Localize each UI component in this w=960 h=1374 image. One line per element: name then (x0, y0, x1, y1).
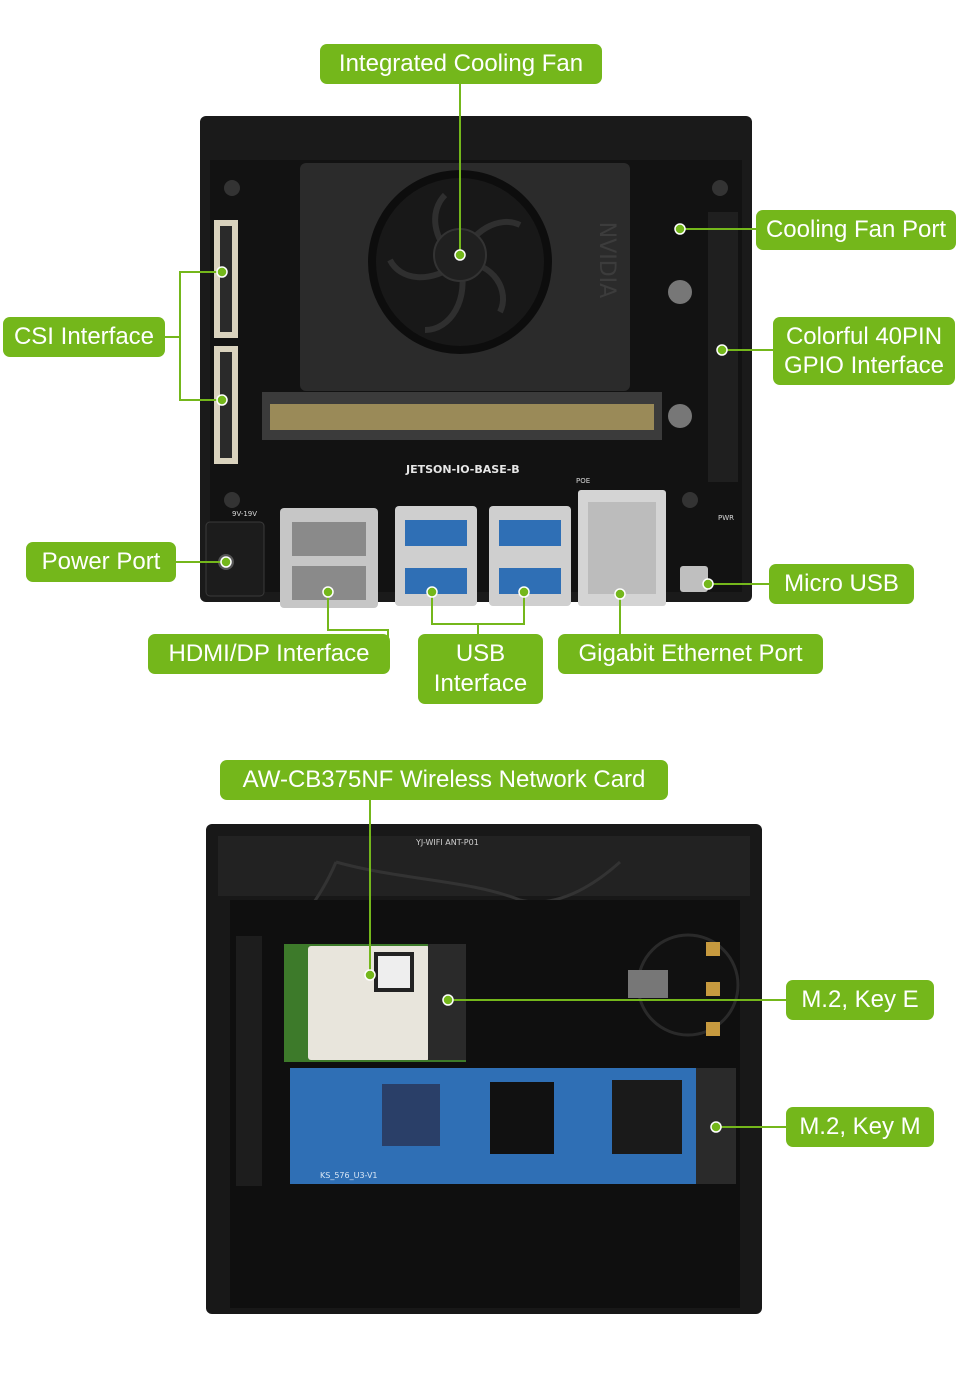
callout-lines (163, 84, 788, 1128)
micro-usb-port (680, 566, 708, 592)
label-micro-usb: Micro USB (769, 564, 914, 604)
usb-label-line2: Interface (433, 670, 528, 697)
hdmi-dp-port (280, 508, 378, 608)
label-m2-key-m: M.2, Key M (786, 1107, 934, 1147)
label-usb-interface: USB Interface (418, 634, 543, 704)
gpio-label-line2: GPIO Interface (783, 352, 945, 379)
cooling-fan-module: NVIDIA (300, 163, 630, 391)
label-csi-interface: CSI Interface (3, 317, 165, 357)
voltage-silkscreen: 9V-19V (232, 510, 257, 518)
power-jack (205, 521, 265, 597)
antenna-silkscreen: YJ-WIFI ANT-P01 (415, 838, 479, 847)
label-cooling-fan-port: Cooling Fan Port (756, 210, 956, 250)
usb-label-line1: USB (455, 640, 506, 667)
label-gpio-interface: Colorful 40PIN GPIO Interface (773, 317, 955, 385)
label-gigabit-ethernet-port: Gigabit Ethernet Port (558, 634, 823, 674)
wireless-card (284, 944, 466, 1062)
label-power-port: Power Port (26, 542, 176, 582)
poe-silkscreen: POE (576, 477, 590, 485)
nvidia-heatsink-text: NVIDIA (594, 222, 619, 298)
board-name-silkscreen: JETSON-IO-BASE-B (405, 463, 520, 476)
label-m2-key-e: M.2, Key E (786, 980, 934, 1020)
label-wireless-network-card: AW-CB375NF Wireless Network Card (220, 760, 668, 800)
gpio-label-line1: Colorful 40PIN (785, 323, 943, 350)
label-integrated-cooling-fan: Integrated Cooling Fan (320, 44, 602, 84)
pads (628, 933, 740, 1037)
label-hdmi-dp-interface: HDMI/DP Interface (148, 634, 390, 674)
callout-dots (216, 223, 728, 1133)
ssd-silkscreen: KS_576_U3-V1 (320, 1171, 378, 1180)
csi-connectors (214, 220, 238, 464)
usb-ports (395, 506, 571, 606)
nvme-ssd: KS_576_U3-V1 (290, 1068, 736, 1184)
bottom-pin-header (236, 936, 262, 1186)
pwr-silkscreen: PWR (718, 514, 734, 522)
